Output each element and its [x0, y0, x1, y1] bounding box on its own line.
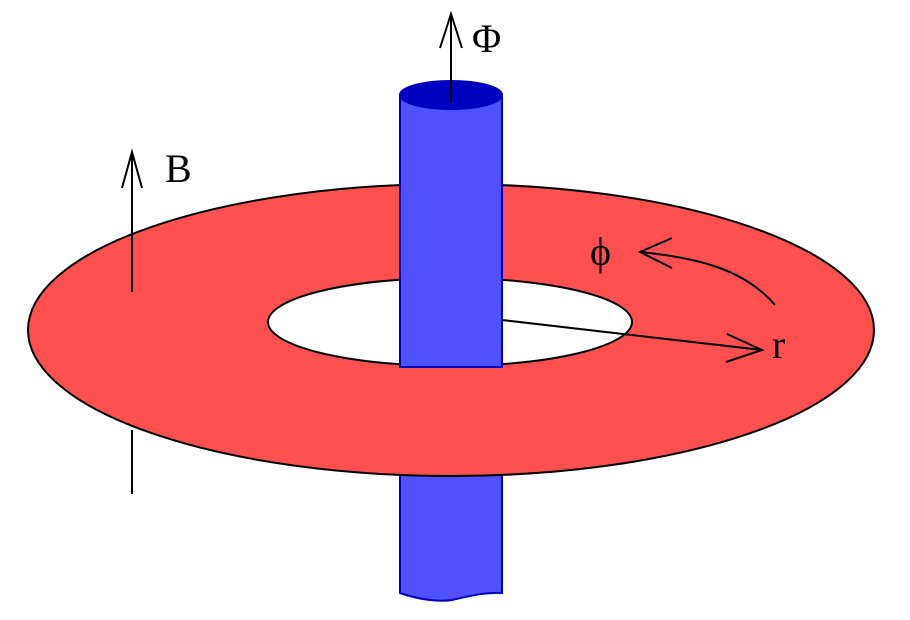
azimuth-arrow-head: [637, 237, 673, 269]
field-label: B: [165, 146, 192, 191]
b-arrow-head: [121, 148, 143, 189]
flux-label: Φ: [472, 16, 501, 61]
cylinder-upper: [399, 94, 503, 368]
cylinder-lower: [399, 439, 503, 602]
radius-arrow-head: [725, 333, 765, 363]
radius-label: r: [772, 322, 785, 367]
azimuth-arrow-curve: [639, 251, 776, 306]
flux-arrow-head: [439, 10, 463, 49]
annular-disk: [26, 183, 876, 477]
azimuth-label: ϕ: [590, 229, 611, 274]
radius-arrow-shaft: [501, 319, 763, 351]
